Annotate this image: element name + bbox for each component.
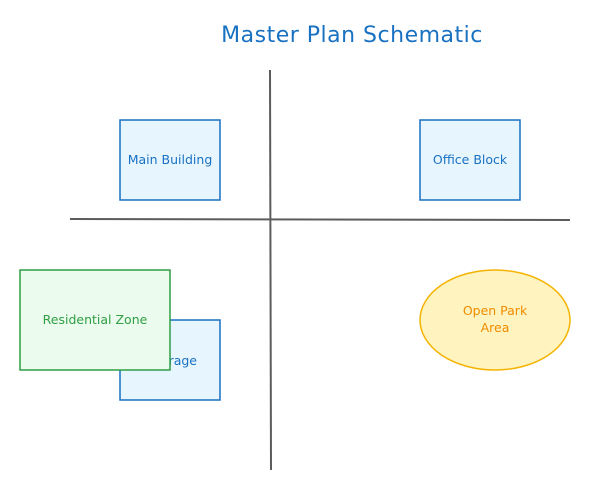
garage-label: rage	[169, 353, 198, 368]
residential-zone-label: Residential Zone	[43, 312, 148, 327]
open-park-label-line2: Area	[481, 320, 510, 335]
open-park-label-line1: Open Park	[463, 303, 528, 318]
open-park-area-node[interactable]: Open Park Area	[419, 269, 571, 371]
main-building-box	[119, 119, 221, 201]
vertical-axis-line	[269, 69, 272, 471]
residential-zone-box	[19, 269, 171, 371]
main-building-label: Main Building	[128, 152, 213, 167]
horizontal-axis-line	[69, 218, 571, 221]
residential-zone-node[interactable]: Residential Zone	[19, 269, 171, 371]
office-block-node[interactable]: Office Block	[419, 119, 521, 201]
office-block-box	[419, 119, 521, 201]
office-block-label: Office Block	[433, 152, 508, 167]
open-park-ellipse	[419, 269, 571, 371]
main-building-node[interactable]: Main Building	[119, 119, 221, 201]
diagram-title: Master Plan Schematic	[221, 23, 483, 48]
